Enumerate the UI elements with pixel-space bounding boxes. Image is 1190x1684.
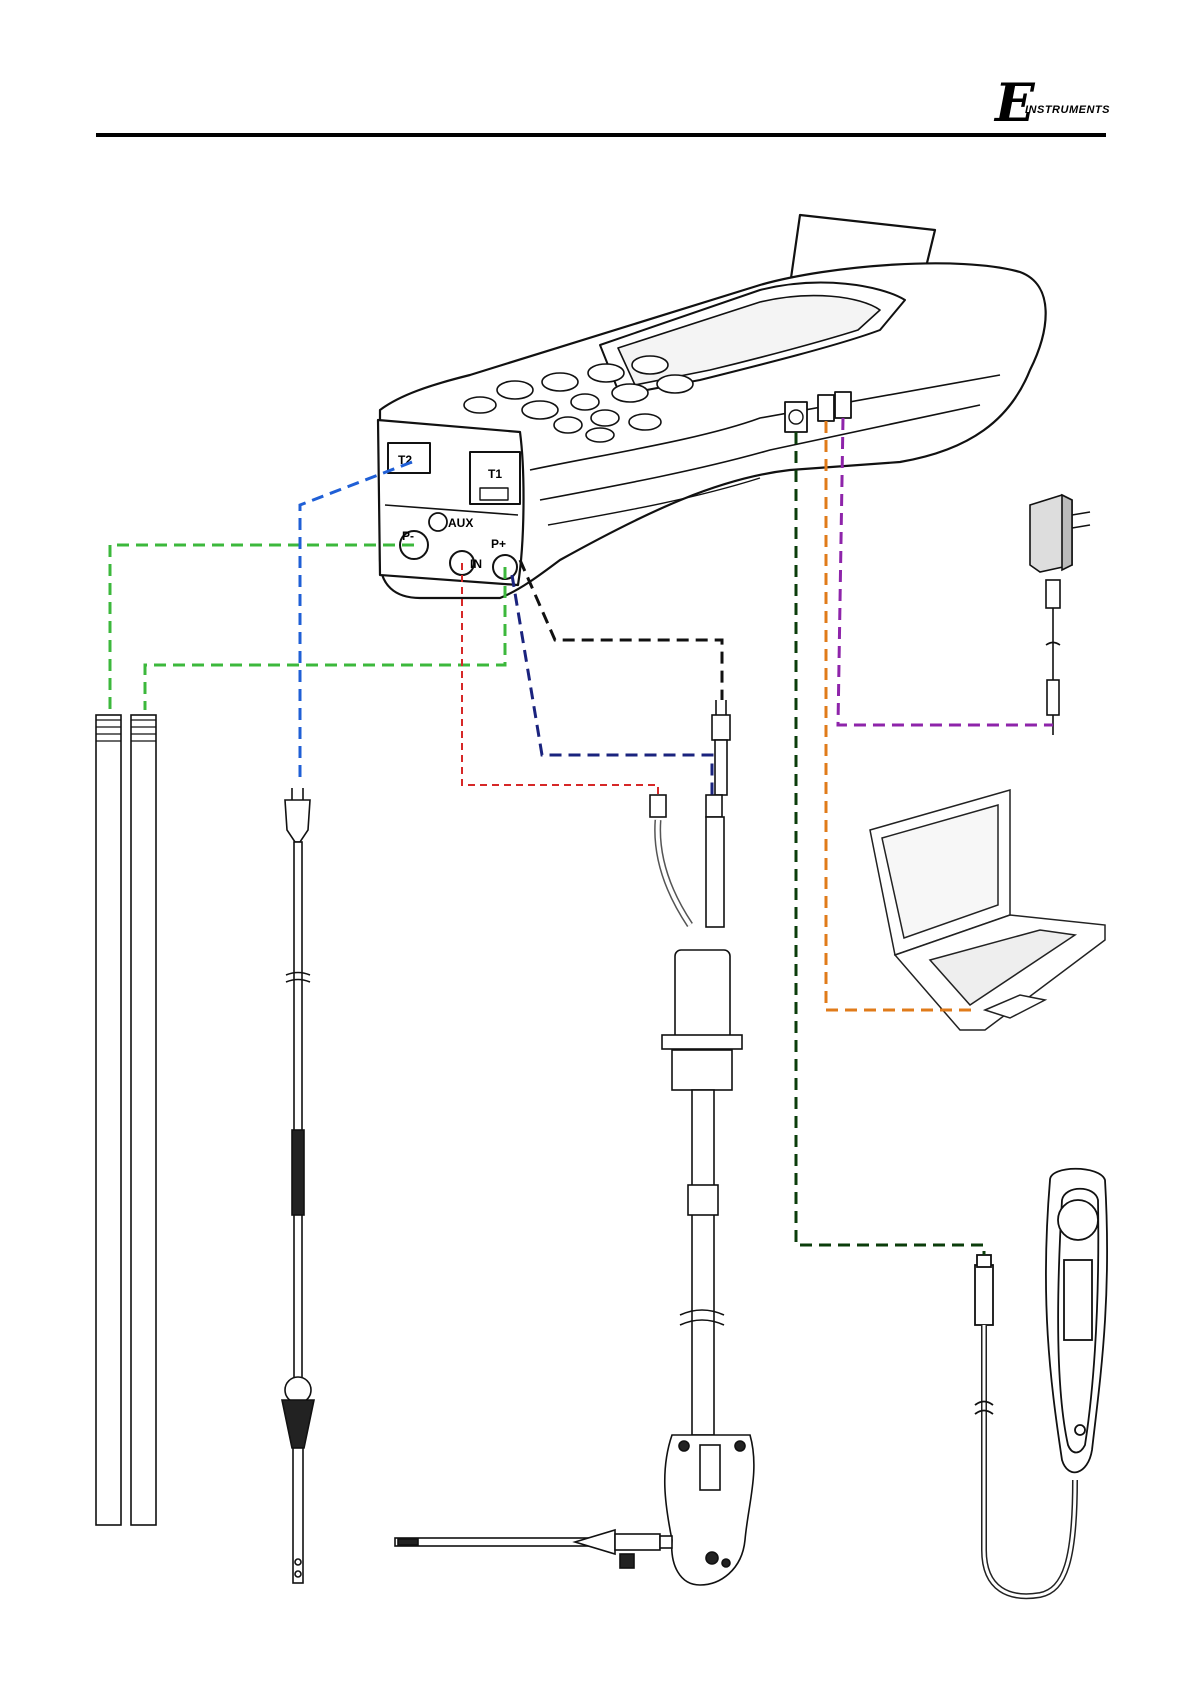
- air-temperature-probe: [282, 788, 314, 1583]
- label-t1: T1: [488, 467, 502, 481]
- label-in: IN: [470, 557, 482, 571]
- analyzer-device: [378, 215, 1046, 598]
- line-p-plus-to-flue-probe: [512, 575, 712, 795]
- line-t1-to-thermocouple: [520, 560, 722, 700]
- line-p-minus-to-tube: [110, 545, 414, 710]
- power-socket: [835, 392, 851, 418]
- usb-socket: [818, 395, 834, 421]
- flue-gas-probe: [395, 700, 754, 1585]
- aux-port: [429, 513, 447, 531]
- remote-handset: [975, 1169, 1107, 1596]
- charger: [1030, 495, 1090, 735]
- laptop: [870, 790, 1105, 1030]
- pressure-tubes: [96, 715, 156, 1525]
- label-aux: AUX: [448, 516, 473, 530]
- label-p-minus: P-: [402, 529, 414, 543]
- label-p-plus: P+: [491, 537, 506, 551]
